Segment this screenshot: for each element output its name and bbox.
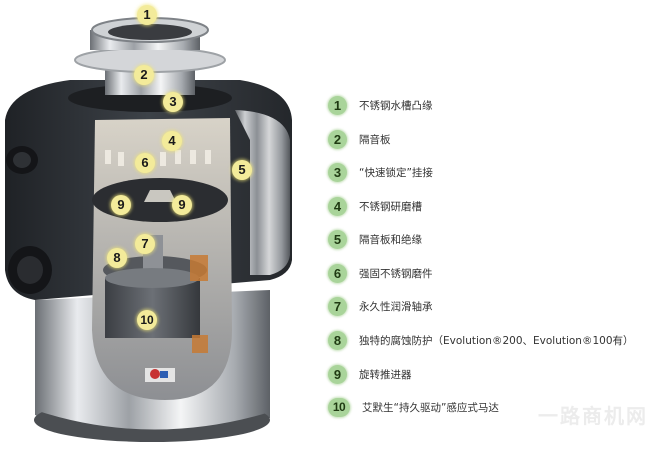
legend-number-badge: 4: [328, 196, 347, 216]
callout-10: 10: [137, 310, 157, 330]
legend-item: 8 独特的腐蚀防护（Evolution®200、Evolution®100有）: [328, 330, 634, 350]
legend-number-badge: 8: [328, 330, 347, 350]
legend-number-badge: 10: [328, 397, 350, 417]
callout-6: 6: [135, 153, 155, 173]
legend-number-badge: 9: [328, 364, 347, 384]
legend-label: 不锈钢研磨槽: [359, 200, 422, 213]
legend-label: 旋转推进器: [359, 368, 412, 381]
legend-label: “快速锁定”挂接: [359, 166, 433, 179]
legend-item: 7 永久性润滑轴承: [328, 296, 433, 316]
callout-1: 1: [137, 5, 157, 25]
callout-9-left: 9: [111, 195, 131, 215]
legend-number-badge: 3: [328, 162, 347, 182]
legend-number-badge: 1: [328, 95, 347, 115]
legend-number-badge: 7: [328, 296, 347, 316]
legend-item: 4 不锈钢研磨槽: [328, 196, 422, 216]
callout-5: 5: [232, 160, 252, 180]
legend-label: 不锈钢水槽凸缘: [359, 99, 433, 112]
callout-4: 4: [162, 131, 182, 151]
callout-8: 8: [107, 248, 127, 268]
legend-label: 隔音板和绝缘: [359, 233, 422, 246]
legend-label: 独特的腐蚀防护（Evolution®200、Evolution®100有）: [359, 334, 634, 347]
disposer-cutaway-illustration: 1 2 3 4 5 6 7 8 9 9 10: [0, 0, 320, 453]
callout-9-right: 9: [172, 195, 192, 215]
legend-label: 艾默生“持久驱动”感应式马达: [362, 401, 499, 414]
callout-2: 2: [134, 65, 154, 85]
legend-item: 5 隔音板和绝缘: [328, 229, 422, 249]
legend-item: 1 不锈钢水槽凸缘: [328, 95, 433, 115]
legend-item: 10 艾默生“持久驱动”感应式马达: [328, 397, 499, 417]
disposer-drawing: [5, 17, 292, 442]
legend-label: 隔音板: [359, 133, 391, 146]
legend-item: 2 隔音板: [328, 129, 391, 149]
legend-number-badge: 6: [328, 263, 347, 283]
legend-number-badge: 5: [328, 229, 347, 249]
legend-label: 强固不锈钢磨件: [359, 267, 433, 280]
legend-item: 3 “快速锁定”挂接: [328, 162, 433, 182]
watermark: 一路商机网: [538, 404, 648, 428]
callout-7: 7: [135, 234, 155, 254]
legend-number-badge: 2: [328, 129, 347, 149]
legend-item: 9 旋转推进器: [328, 364, 412, 384]
callout-3: 3: [163, 92, 183, 112]
legend-label: 永久性润滑轴承: [359, 300, 433, 313]
legend-item: 6 强固不锈钢磨件: [328, 263, 433, 283]
